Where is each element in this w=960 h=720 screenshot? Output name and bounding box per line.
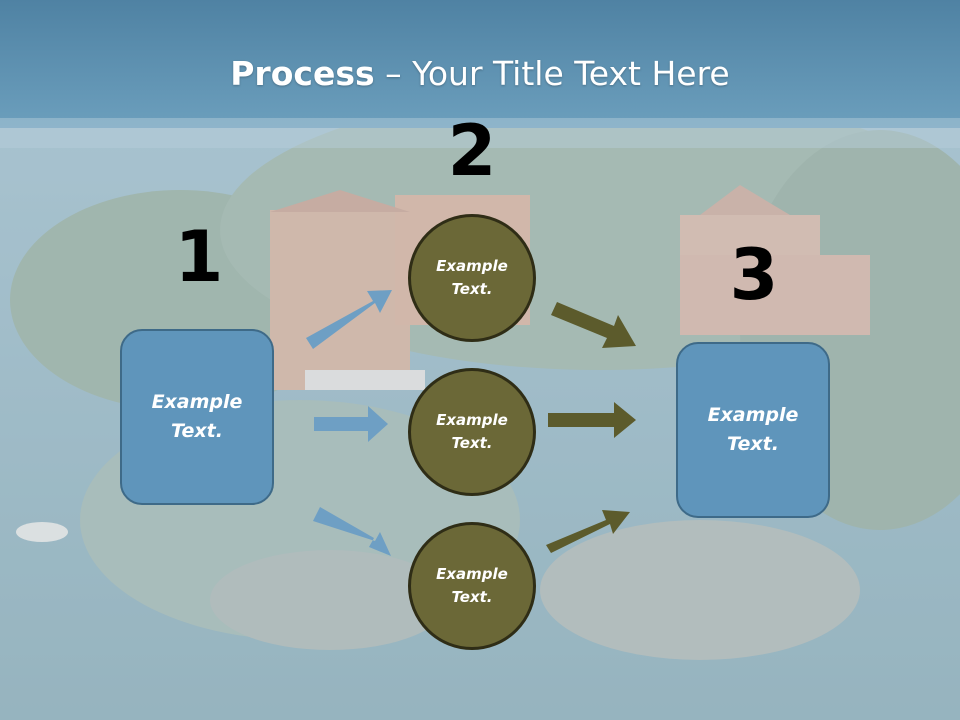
title-bold: Process	[230, 54, 375, 93]
process-circle-bottom[interactable]: Example Text.	[408, 522, 536, 650]
arrow-right-icon	[313, 507, 391, 556]
arrow-right-icon	[548, 402, 636, 438]
title-rest: – Your Title Text Here	[374, 54, 730, 93]
process-box-3-label: Example Text.	[707, 404, 799, 455]
arrow-right-icon	[546, 510, 630, 553]
process-circle-middle-label: Example Text.	[436, 411, 508, 452]
process-box-3[interactable]: Example Text.	[676, 342, 830, 518]
arrow-right-icon	[551, 302, 636, 348]
arrow-right-icon	[314, 406, 388, 442]
step-number-3: 3	[729, 234, 779, 316]
process-circle-middle[interactable]: Example Text.	[408, 368, 536, 496]
process-box-1[interactable]: Example Text.	[120, 329, 274, 505]
process-circle-top-label: Example Text.	[436, 257, 508, 298]
arrow-right-icon	[306, 290, 392, 349]
process-circle-bottom-label: Example Text.	[436, 565, 508, 606]
process-circle-top[interactable]: Example Text.	[408, 214, 536, 342]
step-number-1: 1	[174, 216, 224, 298]
slide-title: Process – Your Title Text Here	[0, 50, 960, 98]
step-number-2: 2	[447, 110, 497, 192]
process-box-1-label: Example Text.	[151, 391, 243, 442]
